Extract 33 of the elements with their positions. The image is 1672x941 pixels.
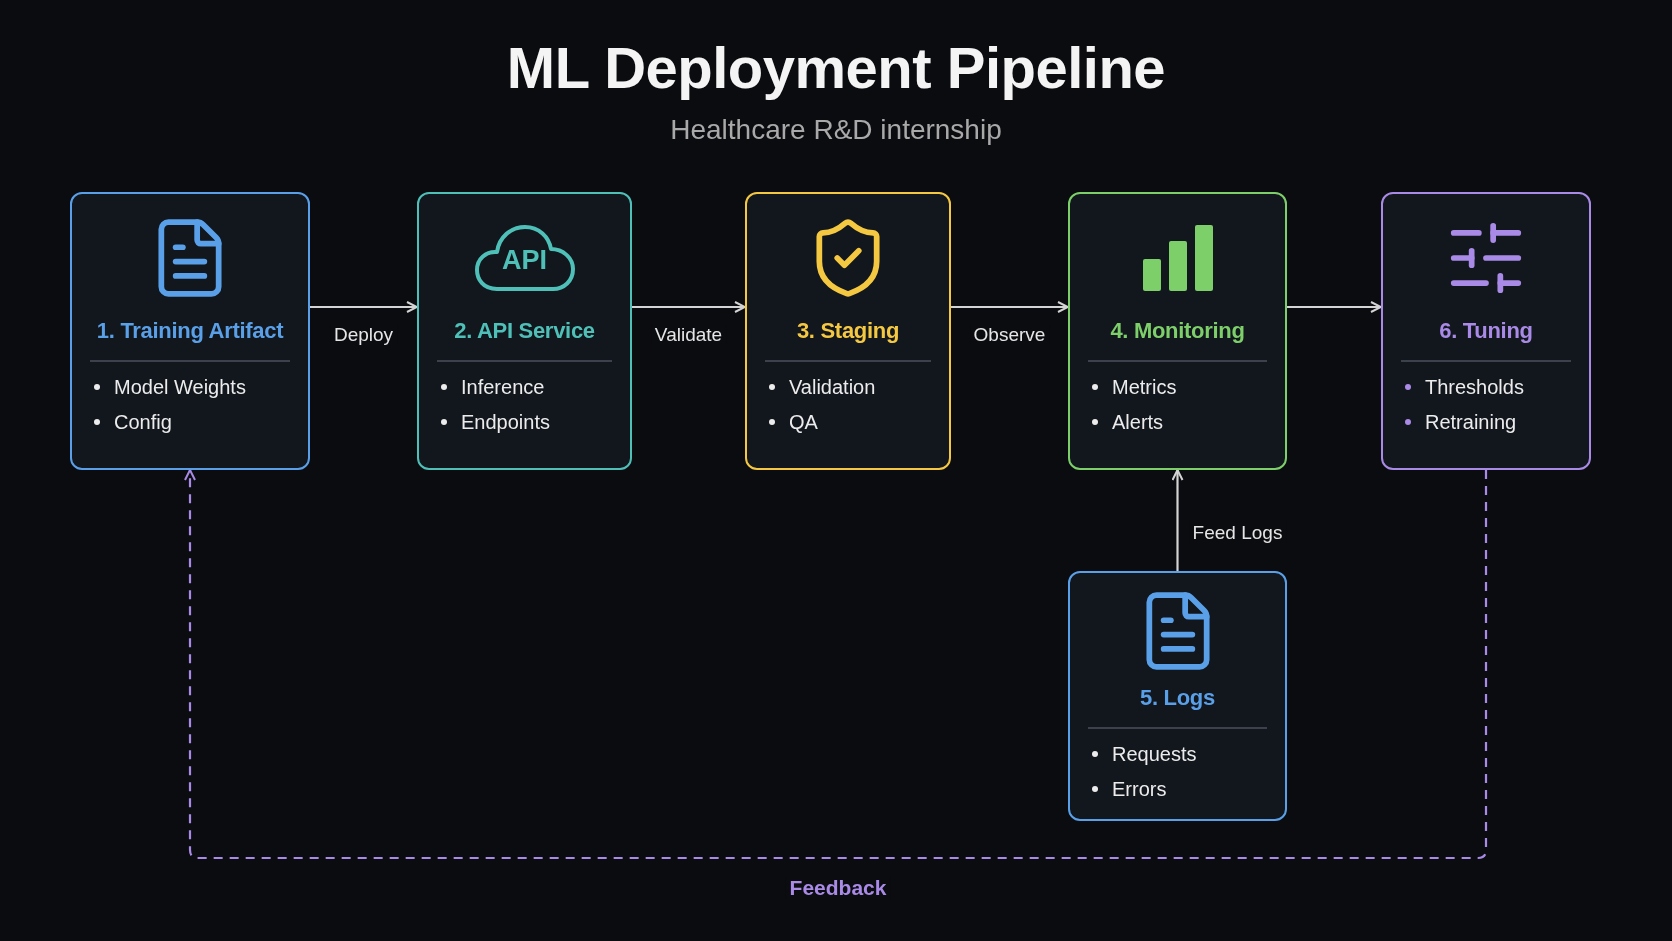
card-heading: 3. Staging — [795, 318, 901, 344]
bullet-text: Errors — [1112, 777, 1167, 801]
bullet-text: Alerts — [1112, 410, 1164, 434]
card-heading: 4. Monitoring — [1109, 318, 1246, 344]
card-heading: 6. Tuning — [1438, 318, 1534, 344]
bullet-text: Config — [114, 410, 172, 434]
card-heading: 1. Training Artifact — [95, 318, 285, 344]
arrow — [1287, 301, 1382, 313]
icon-label: API — [502, 245, 547, 276]
process-card — [1068, 571, 1287, 821]
subtitle: Healthcare R&D internship — [670, 114, 1002, 146]
process-card — [70, 192, 310, 470]
arrow — [632, 301, 746, 313]
bullet-text: Inference — [461, 375, 545, 399]
process-card — [1381, 192, 1591, 470]
bullet-text: Requests — [1112, 742, 1197, 766]
diagram-title: ML Deployment Pipeline — [506, 34, 1166, 101]
bullet-text: QA — [789, 410, 818, 434]
process-card — [1068, 192, 1287, 470]
bullet-text: Retraining — [1425, 410, 1517, 434]
process-card — [745, 192, 951, 470]
bullet-text: Validation — [789, 375, 876, 399]
arrow — [184, 469, 1488, 860]
process-card — [417, 192, 632, 470]
card-heading: 5. Logs — [1139, 685, 1216, 711]
card-heading: 2. API Service — [453, 318, 596, 344]
arrow — [1171, 469, 1184, 571]
arrow — [951, 301, 1069, 313]
arrow — [310, 301, 418, 313]
bullet-text: Model Weights — [114, 375, 246, 399]
bullet-text: Metrics — [1112, 375, 1177, 399]
bullet-text: Endpoints — [461, 410, 550, 434]
bullet-text: Thresholds — [1425, 375, 1524, 399]
